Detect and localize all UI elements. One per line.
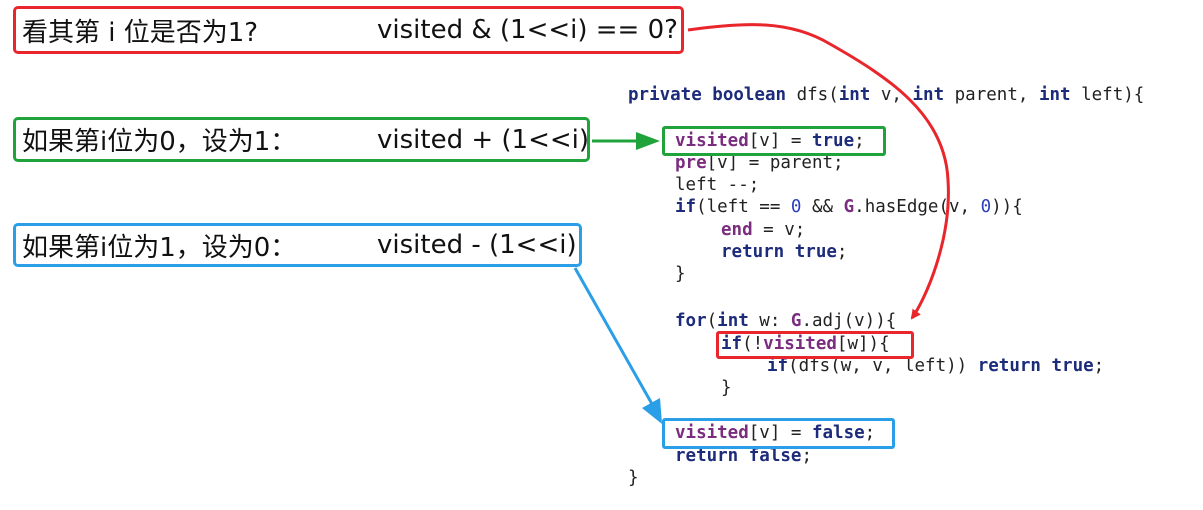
visited-true-highlight [662,126,886,156]
clear-bit-note: 如果第i位为1，设为0： visited - (1<<i) [13,223,582,267]
code-line-return-false: return false; [675,446,812,466]
blue-arrow-head [642,398,662,424]
code-line-close-inner-if: } [721,378,732,398]
code-line-for: for(int w: G.adj(v)){ [675,311,897,331]
set-bit-label: 如果第i位为0，设为1： [22,127,297,157]
code-line-end: end = v; [721,220,806,240]
code-line-close-method: } [628,468,639,488]
code-line-signature: private boolean dfs(int v, int parent, i… [628,85,1145,105]
visited-false-highlight [662,418,895,449]
code-line-close-if: } [675,264,686,284]
code-line-if-not-visited: if(!visited[w]){ [721,334,890,354]
check-bit-note: 看其第 i 位是否为1? visited & (1<<i) == 0? [13,6,684,54]
green-arrow-head [636,132,660,150]
set-bit-note: 如果第i位为0，设为1： visited + (1<<i) [13,117,590,162]
clear-bit-label: 如果第i位为1，设为0： [22,232,297,263]
check-bit-expression: visited & (1<<i) == 0? [377,15,678,45]
code-line-if-dfs: if(dfs(w, v, left)) return true; [767,356,1105,376]
code-line-if-left: if(left == 0 && G.hasEdge(v, 0)){ [675,197,1023,217]
code-line-left-decrement: left --; [675,175,760,195]
code-line-return-true: return true; [721,242,848,262]
code-line-visited-false: visited[v] = false; [675,423,876,443]
code-line-visited-true: visited[v] = true; [675,131,865,151]
visited-check-highlight [716,331,914,359]
set-bit-expression: visited + (1<<i) [377,124,590,155]
clear-bit-expression: visited - (1<<i) [377,230,577,260]
blue-arrow-shaft [573,267,654,405]
check-bit-label: 看其第 i 位是否为1? [22,17,259,48]
red-arrow [687,23,950,320]
code-line-pre: pre[v] = parent; [675,153,844,173]
